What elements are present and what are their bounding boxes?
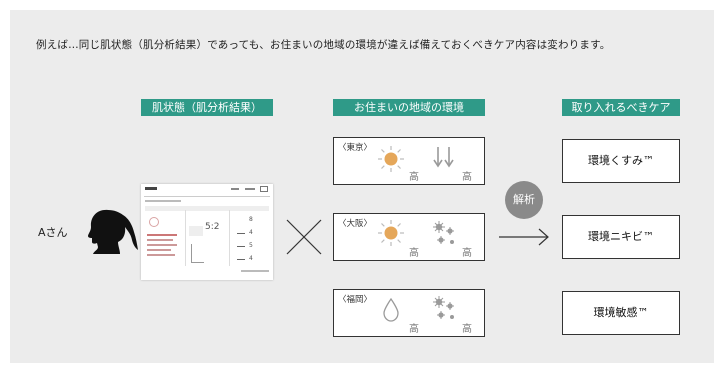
factor-level: 高 [462, 172, 472, 183]
sun-icon [378, 146, 404, 172]
analysis-badge: 解析 [505, 181, 543, 219]
pollen-icon [433, 296, 454, 319]
report-value-3: 5 [249, 242, 253, 249]
report-value-4: 4 [249, 255, 253, 262]
face-chart-icon [149, 217, 159, 227]
report-logo [145, 187, 157, 190]
arrow-right-icon [499, 228, 549, 246]
water-drop-icon [383, 297, 399, 322]
region-card-tokyo: 〈東京〉 高 高 [333, 137, 485, 185]
factor-level: 高 [409, 172, 419, 183]
woman-silhouette-icon [88, 209, 138, 254]
person-label: Aさん [38, 226, 68, 239]
mini-graph [191, 244, 204, 263]
pollen-icon [433, 221, 454, 244]
region-city: 〈福岡〉 [338, 295, 373, 305]
care-item-acne: 環境ニキビ™ [562, 215, 680, 259]
care-item-dullness: 環境くすみ™ [562, 139, 680, 183]
factor-level: 高 [462, 248, 472, 259]
close-icon [260, 186, 268, 192]
down-arrows-icon [433, 147, 454, 168]
region-city: 〈東京〉 [338, 143, 373, 153]
factor-level: 高 [409, 248, 419, 259]
intro-text: 例えば…同じ肌状態（肌分析結果）であっても、お住まいの地域の環境が違えば備えてお… [36, 39, 611, 51]
header-recommended-care: 取り入れるべきケア [562, 99, 680, 116]
region-card-osaka: 〈大阪〉 高 高 [333, 213, 485, 261]
care-item-sensitivity: 環境敏感™ [562, 291, 680, 335]
report-value-2: 4 [249, 229, 253, 236]
skin-analysis-report: 5:2 8 4 5 4 [141, 184, 273, 280]
sun-icon [378, 220, 404, 246]
region-card-fukuoka: 〈福岡〉 高 高 [333, 289, 485, 337]
factor-level: 高 [462, 324, 472, 335]
report-value-score: 5:2 [205, 222, 220, 232]
report-value-1: 8 [249, 216, 253, 223]
region-city: 〈大阪〉 [338, 219, 373, 229]
multiply-icon [286, 219, 322, 255]
header-region-environment: お住まいの地域の環境 [333, 99, 485, 116]
header-skin-condition: 肌状態（肌分析結果） [141, 99, 273, 116]
factor-level: 高 [409, 324, 419, 335]
